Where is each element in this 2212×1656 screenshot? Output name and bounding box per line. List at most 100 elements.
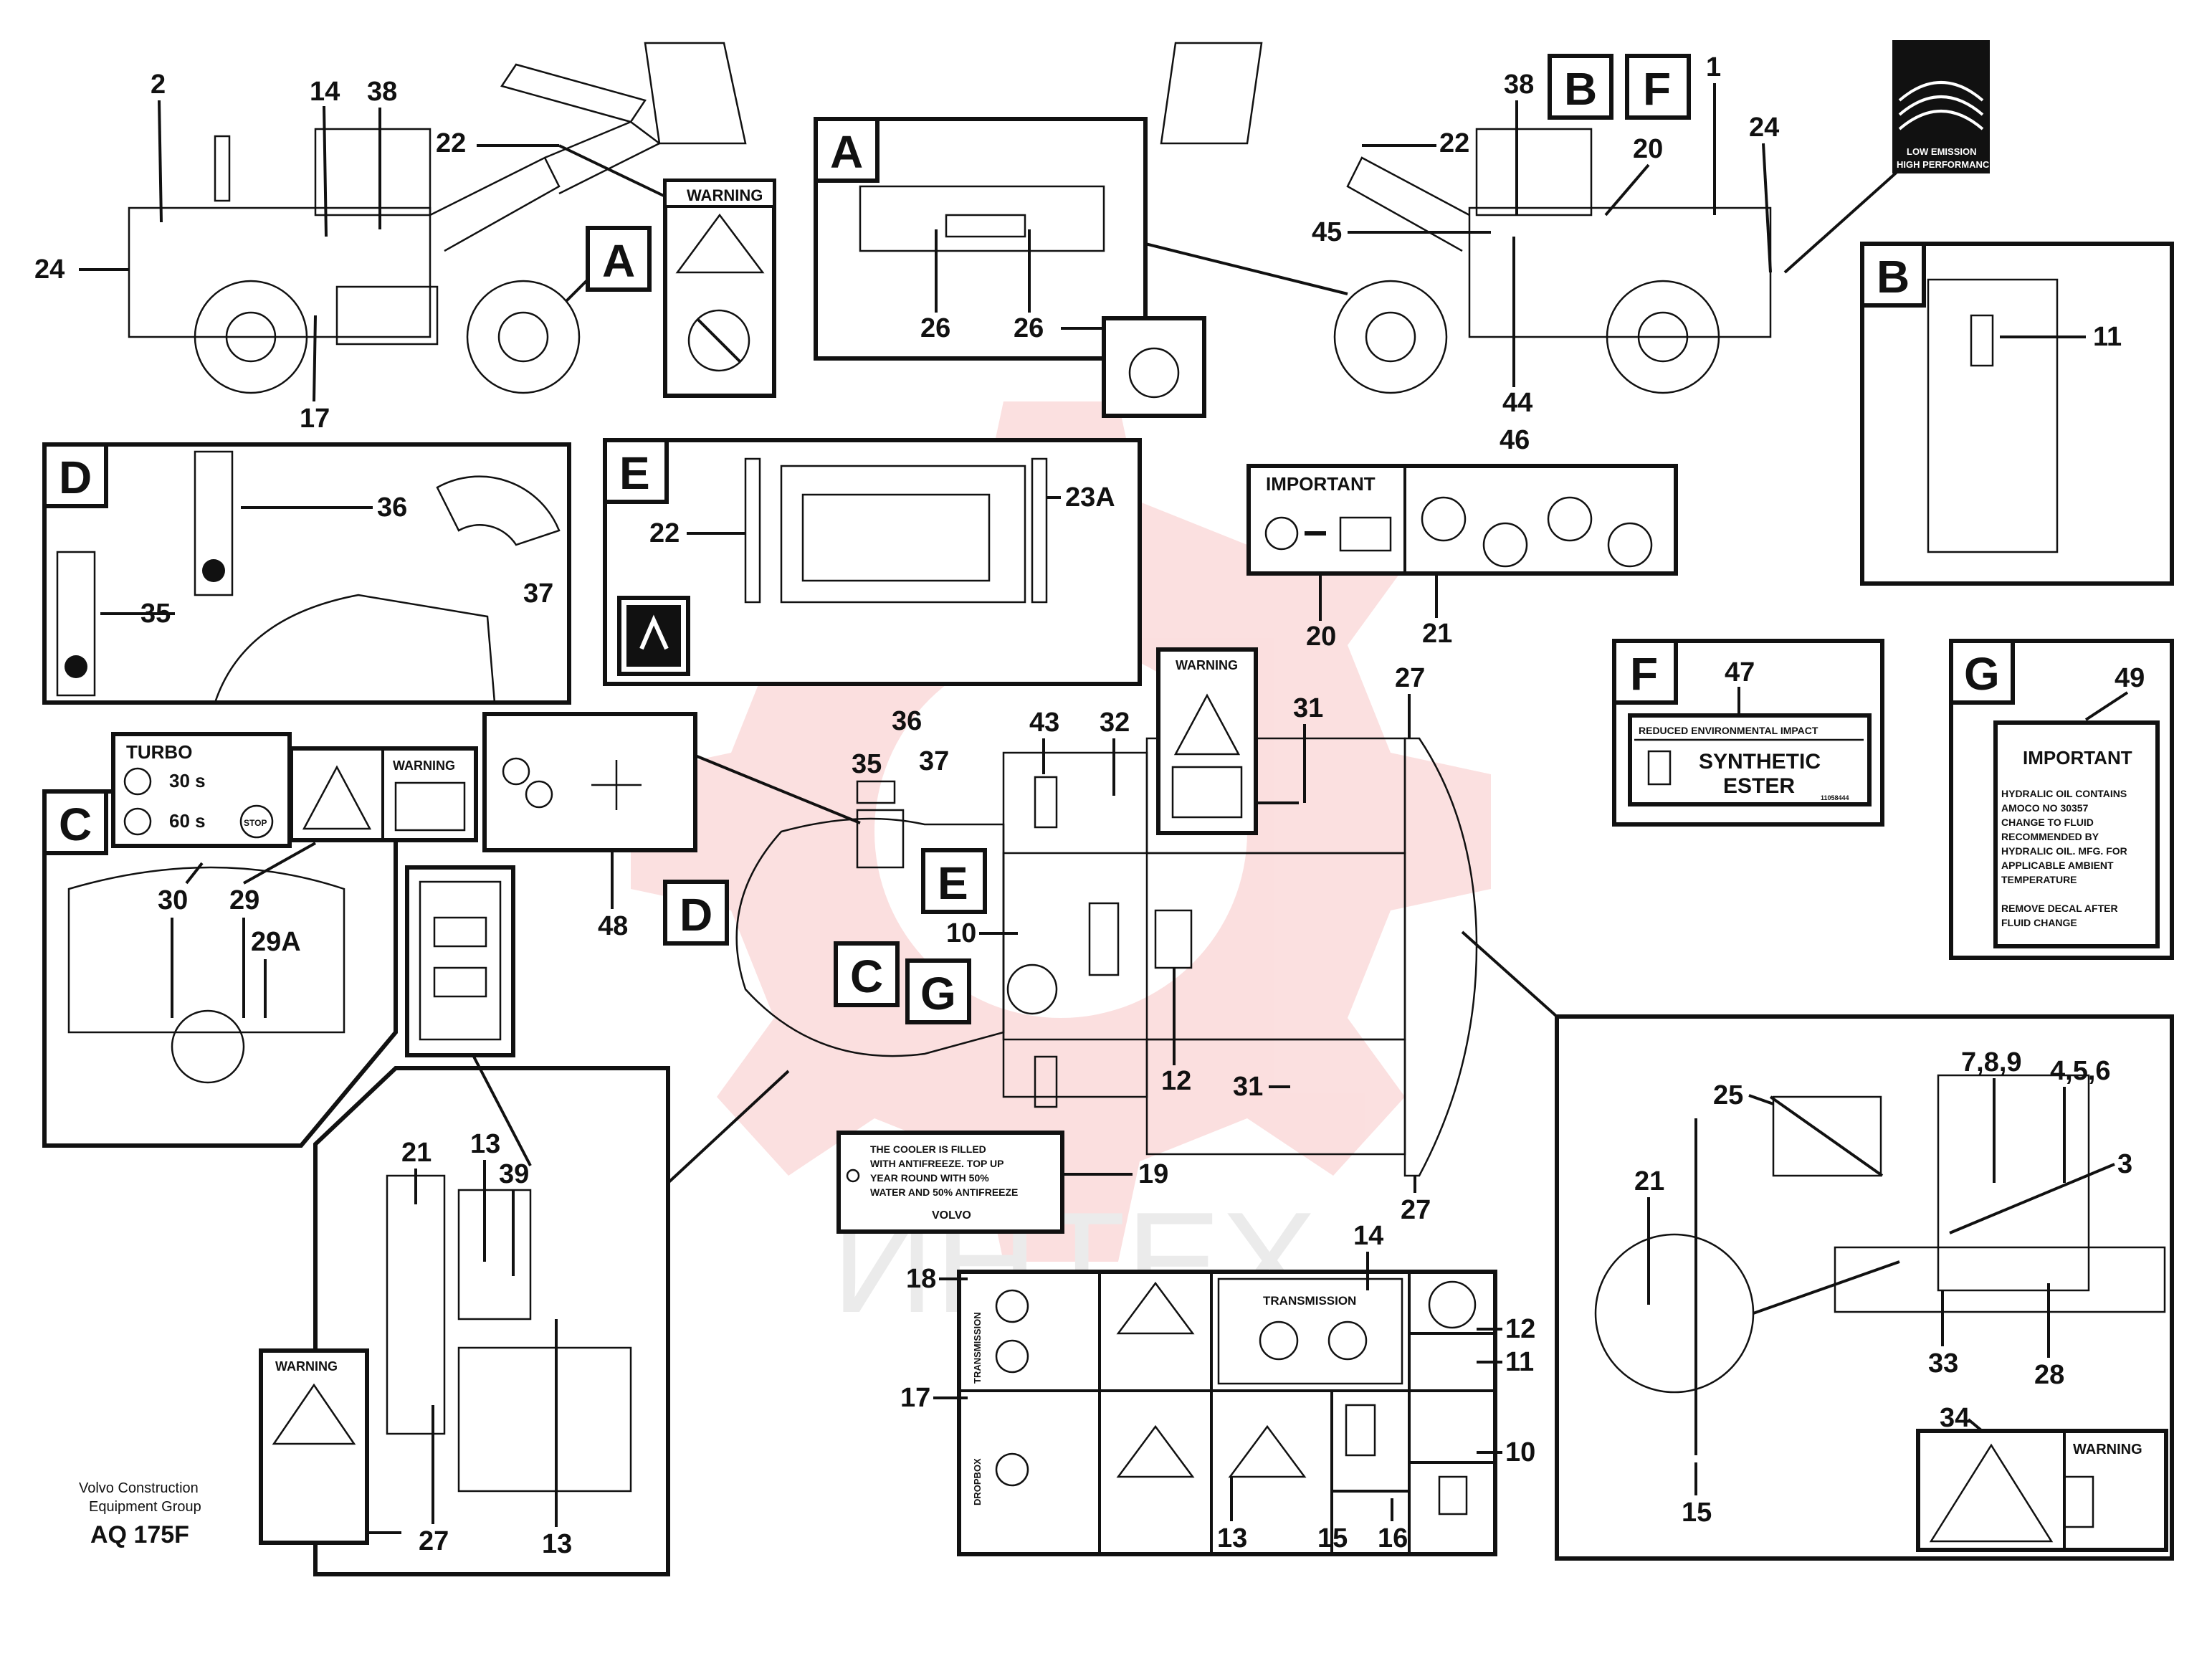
g-line-1: AMOCO NO 30357 bbox=[2001, 802, 2089, 814]
top-box-C: C bbox=[850, 951, 883, 1002]
callout-29: 29 bbox=[229, 885, 259, 915]
control-decal-48: 48 bbox=[482, 712, 861, 941]
important-decal-20-21: IMPORTANT 46 20 21 bbox=[1246, 425, 1678, 652]
callout-15-panel: 15 bbox=[1317, 1523, 1348, 1553]
callout-17: 17 bbox=[300, 404, 330, 434]
callout-12-top: 12 bbox=[1161, 1066, 1191, 1096]
callout-14: 14 bbox=[310, 77, 340, 107]
footer: Volvo Construction Equipment Group AQ 17… bbox=[79, 1480, 201, 1548]
callout-18: 18 bbox=[906, 1264, 936, 1294]
g-line-5: APPLICABLE AMBIENT bbox=[2001, 860, 2114, 871]
top-box-D: D bbox=[680, 889, 712, 941]
g-line-4: HYDRALIC OIL. MFG. FOR bbox=[2001, 845, 2127, 857]
transmission-vertical: TRANSMISSION bbox=[972, 1312, 983, 1384]
f-decal-header: REDUCED ENVIRONMENTAL IMPACT bbox=[1639, 725, 1818, 736]
footer-drawing-code: AQ 175F bbox=[90, 1521, 189, 1548]
callout-44: 44 bbox=[1502, 388, 1532, 418]
detail-E-letter: E bbox=[619, 447, 650, 499]
callout-21-engine: 21 bbox=[401, 1138, 432, 1168]
callout-24-right: 24 bbox=[1749, 113, 1779, 143]
detail-A-letter: A bbox=[830, 126, 863, 178]
turbo-stop: STOP bbox=[244, 818, 267, 828]
callout-28: 28 bbox=[2034, 1360, 2064, 1390]
g-line-3: RECOMMENDED BY bbox=[2001, 831, 2099, 842]
top-box-G: G bbox=[920, 968, 956, 1019]
cooler-line-0: THE COOLER IS FILLED bbox=[870, 1143, 986, 1155]
detail-D: D 36 35 37 bbox=[42, 442, 571, 705]
callout-11-B: 11 bbox=[2093, 322, 2122, 352]
callout-34: 34 bbox=[1940, 1403, 1970, 1433]
callout-45: 45 bbox=[1312, 217, 1342, 247]
detail-F: F 47 REDUCED ENVIRONMENTAL IMPACT SYNTHE… bbox=[1612, 639, 1884, 827]
engine-detail: 21 13 39 13 27 bbox=[313, 1066, 790, 1576]
detail-G-letter: G bbox=[1964, 648, 2000, 700]
callout-27-engine: 27 bbox=[419, 1526, 449, 1556]
turbo-t2: 60 s bbox=[169, 810, 206, 832]
callout-10-top: 10 bbox=[946, 918, 976, 948]
left-loader-callouts: 2 14 38 22 24 17 bbox=[34, 70, 667, 434]
callout-27-bottom: 27 bbox=[1401, 1195, 1431, 1225]
callout-27-top: 27 bbox=[1395, 663, 1425, 693]
callout-21-rear: 21 bbox=[1634, 1166, 1664, 1196]
low-emission-line1: LOW EMISSION bbox=[1907, 146, 1977, 157]
callout-43: 43 bbox=[1029, 708, 1059, 738]
warning-27-label: WARNING bbox=[275, 1359, 338, 1374]
cooler-line-1: WITH ANTIFREEZE. TOP UP bbox=[870, 1158, 1003, 1169]
turbo-decal: TURBO 30 s 60 s STOP bbox=[111, 732, 292, 848]
cooler-line-2: YEAR ROUND WITH 50% bbox=[870, 1172, 989, 1184]
callout-29A: 29A bbox=[251, 927, 301, 957]
callout-36-top: 36 bbox=[892, 706, 922, 736]
callout-32: 32 bbox=[1100, 708, 1130, 738]
callout-37-top: 37 bbox=[919, 746, 949, 776]
turbo-title: TURBO bbox=[126, 741, 192, 763]
low-emission-decal: LOW EMISSION HIGH PERFORMANCE bbox=[1892, 40, 1996, 173]
callout-10-panel: 10 bbox=[1505, 1437, 1535, 1467]
detail-F-letter: F bbox=[1630, 648, 1658, 700]
warning-34-label: WARNING bbox=[2073, 1442, 2142, 1457]
callout-3: 3 bbox=[2117, 1149, 2132, 1179]
callout-13-engine-bottom: 13 bbox=[542, 1529, 572, 1559]
callout-20-right: 20 bbox=[1633, 134, 1663, 164]
callout-25: 25 bbox=[1713, 1080, 1743, 1110]
callout-38: 38 bbox=[367, 77, 397, 107]
detail-A: A 26 26 bbox=[814, 117, 1348, 418]
callout-22-right: 22 bbox=[1439, 128, 1469, 158]
warning-decal-29: WARNING bbox=[289, 746, 478, 842]
cooler-line-3: WATER AND 50% ANTIFREEZE bbox=[870, 1186, 1018, 1198]
top-box-E: E bbox=[938, 857, 968, 909]
callout-7-8-9: 7,8,9 bbox=[1961, 1047, 2022, 1077]
callout-47: 47 bbox=[1725, 657, 1755, 687]
callout-36-D: 36 bbox=[377, 492, 407, 523]
callout-35-top: 35 bbox=[852, 749, 882, 779]
box-letter-A-left: A bbox=[602, 235, 635, 287]
warning-label: WARNING bbox=[687, 186, 763, 204]
callout-33: 33 bbox=[1928, 1348, 1958, 1379]
f-decal-line1: SYNTHETIC bbox=[1699, 750, 1821, 774]
top-view-callouts: 35 36 37 43 32 31 27 31 10 12 27 bbox=[852, 663, 1431, 1225]
callout-23A: 23A bbox=[1065, 482, 1115, 513]
important-label: IMPORTANT bbox=[1266, 473, 1376, 495]
callout-16: 16 bbox=[1378, 1523, 1408, 1553]
g-line-6: TEMPERATURE bbox=[2001, 874, 2077, 885]
f-decal-code: 11058444 bbox=[1821, 794, 1849, 801]
detail-C-letter: C bbox=[59, 799, 92, 850]
callout-11-panel: 11 bbox=[1505, 1347, 1534, 1377]
detail-B-letter: B bbox=[1877, 251, 1910, 303]
callout-30: 30 bbox=[158, 885, 188, 915]
callout-13-engine-top: 13 bbox=[470, 1129, 500, 1159]
callout-19: 19 bbox=[1138, 1159, 1168, 1189]
right-loader-callouts: 38 B F 1 22 20 24 45 44 bbox=[1312, 52, 1922, 418]
warning-decal-31: WARNING bbox=[1156, 647, 1299, 835]
callout-21: 21 bbox=[1422, 619, 1452, 649]
callout-31-top: 31 bbox=[1293, 693, 1323, 723]
left-loader-illustration bbox=[128, 42, 747, 394]
callout-26-left: 26 bbox=[920, 313, 950, 343]
cooler-decal-19: THE COOLER IS FILLED WITH ANTIFREEZE. TO… bbox=[836, 1131, 1168, 1234]
f-decal-line2: ESTER bbox=[1723, 774, 1795, 798]
warning-29-label: WARNING bbox=[393, 758, 455, 773]
right-loader-illustration bbox=[1160, 42, 1772, 394]
callout-2: 2 bbox=[151, 70, 166, 100]
detail-G: G 49 IMPORTANT HYDRALIC OIL CONTAINS AMO… bbox=[1949, 639, 2174, 960]
turbo-t1: 30 s bbox=[169, 770, 206, 791]
